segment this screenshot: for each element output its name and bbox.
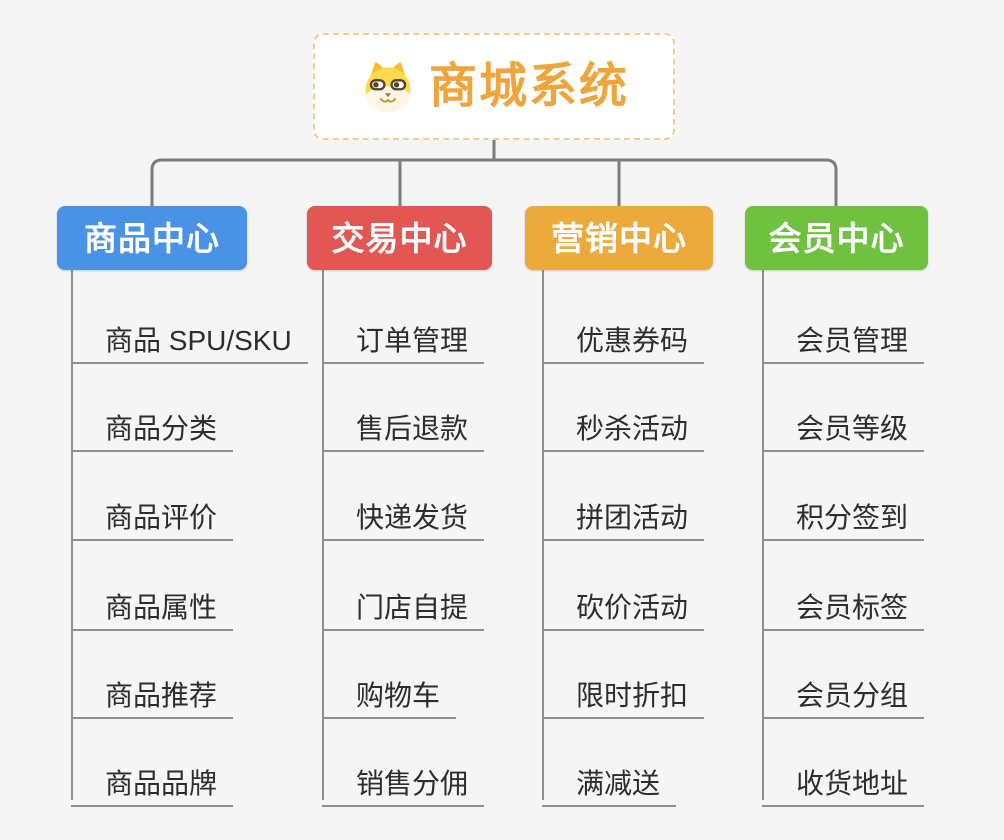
dog-face-icon <box>365 61 411 112</box>
tree-item[interactable]: 会员管理 <box>762 303 925 364</box>
tree-item[interactable]: 订单管理 <box>322 303 485 364</box>
branch-label: 营销中心 <box>551 219 687 257</box>
branch-node[interactable]: 会员中心 <box>745 206 928 270</box>
tree-item[interactable]: 会员等级 <box>762 391 925 452</box>
tree-item[interactable]: 限时折扣 <box>542 658 705 719</box>
branch-node[interactable]: 营销中心 <box>525 206 713 270</box>
root-title: 商城系统 <box>428 59 629 113</box>
tree-item[interactable]: 售后退款 <box>322 391 485 452</box>
tree-item[interactable]: 拼团活动 <box>542 480 705 541</box>
tree-item[interactable]: 销售分佣 <box>322 746 485 807</box>
tree-item[interactable]: 门店自提 <box>322 570 485 631</box>
tree-item[interactable]: 商品推荐 <box>71 658 234 719</box>
tree-item[interactable]: 商品分类 <box>71 391 234 452</box>
tree-item[interactable]: 满减送 <box>542 746 677 807</box>
branch-label: 商品中心 <box>84 219 220 257</box>
tree-item[interactable]: 快递发货 <box>322 480 485 541</box>
tree-item[interactable]: 收货地址 <box>762 746 925 807</box>
tree-item[interactable]: 商品评价 <box>71 480 234 541</box>
tree-item[interactable]: 秒杀活动 <box>542 391 705 452</box>
tree-item[interactable]: 积分签到 <box>762 480 925 541</box>
tree-item[interactable]: 购物车 <box>322 658 457 719</box>
tree-item[interactable]: 优惠券码 <box>542 303 705 364</box>
tree-item[interactable]: 砍价活动 <box>542 570 705 631</box>
branch-node[interactable]: 交易中心 <box>307 206 492 270</box>
branch-spine <box>762 266 764 800</box>
branch-spine <box>71 266 73 800</box>
tree-item[interactable]: 商品品牌 <box>71 746 234 807</box>
branch-spine <box>542 266 544 800</box>
tree-item[interactable]: 会员标签 <box>762 570 925 631</box>
branch-label: 交易中心 <box>331 219 468 257</box>
branch-node[interactable]: 商品中心 <box>57 206 247 270</box>
tree-item[interactable]: 会员分组 <box>762 658 925 719</box>
branch-spine <box>322 266 324 800</box>
tree-item[interactable]: 商品属性 <box>71 570 234 631</box>
root-node[interactable]: 商城系统 <box>313 33 675 140</box>
tree-item[interactable]: 商品 SPU/SKU <box>71 303 308 364</box>
branch-label: 会员中心 <box>768 219 905 257</box>
